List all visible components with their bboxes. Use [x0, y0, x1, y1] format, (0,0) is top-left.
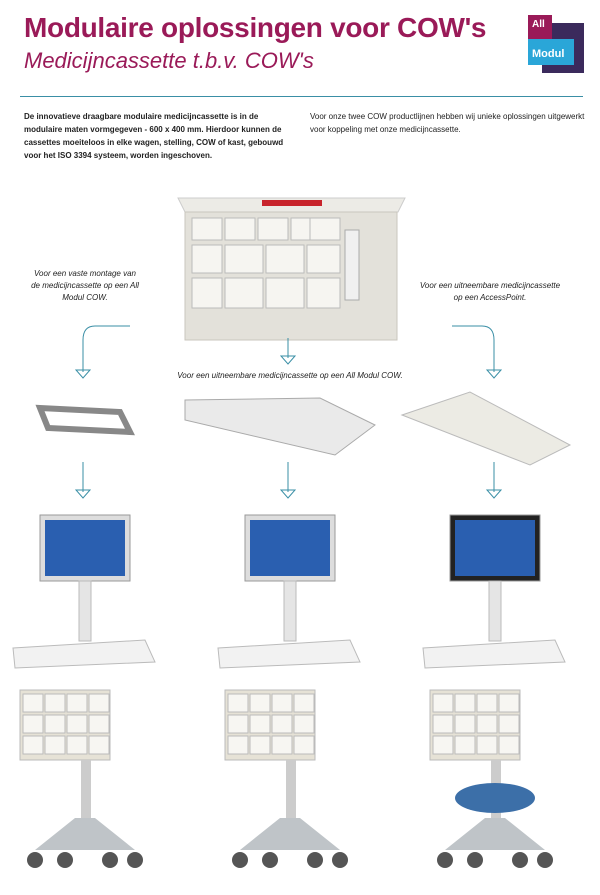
work-surface — [422, 639, 566, 669]
logo-text-all: All — [532, 19, 545, 30]
caption-fixed-mount: Voor een vaste montage van de medicijnca… — [31, 269, 139, 302]
cow-cart-image — [12, 514, 566, 868]
work-surface — [12, 639, 156, 669]
caption-removable-mount: Voor een uitneembare medicijncassette op… — [177, 371, 403, 380]
intro-text-left: De innovatieve draagbare modulaire medic… — [24, 112, 284, 160]
accesspoint-shelf-image — [400, 391, 572, 466]
caption-accesspoint: Voor een uitneembare medicijncassette op… — [419, 281, 561, 302]
all-modul-logo: All Modul — [528, 15, 584, 73]
intro-text-right: Voor onze twee COW productlijnen hebben … — [310, 112, 585, 134]
page-subtitle: Medicijncassette t.b.v. COW's — [24, 48, 314, 73]
logo-text-modul: Modul — [532, 48, 565, 60]
divider — [20, 96, 583, 97]
medicine-cassette-image — [177, 197, 406, 341]
page-title: Modulaire oplossingen voor COW's — [24, 12, 487, 43]
fixed-mount-frame-image — [35, 404, 135, 436]
work-surface — [217, 639, 361, 669]
removable-mount-plate-image — [184, 397, 376, 456]
